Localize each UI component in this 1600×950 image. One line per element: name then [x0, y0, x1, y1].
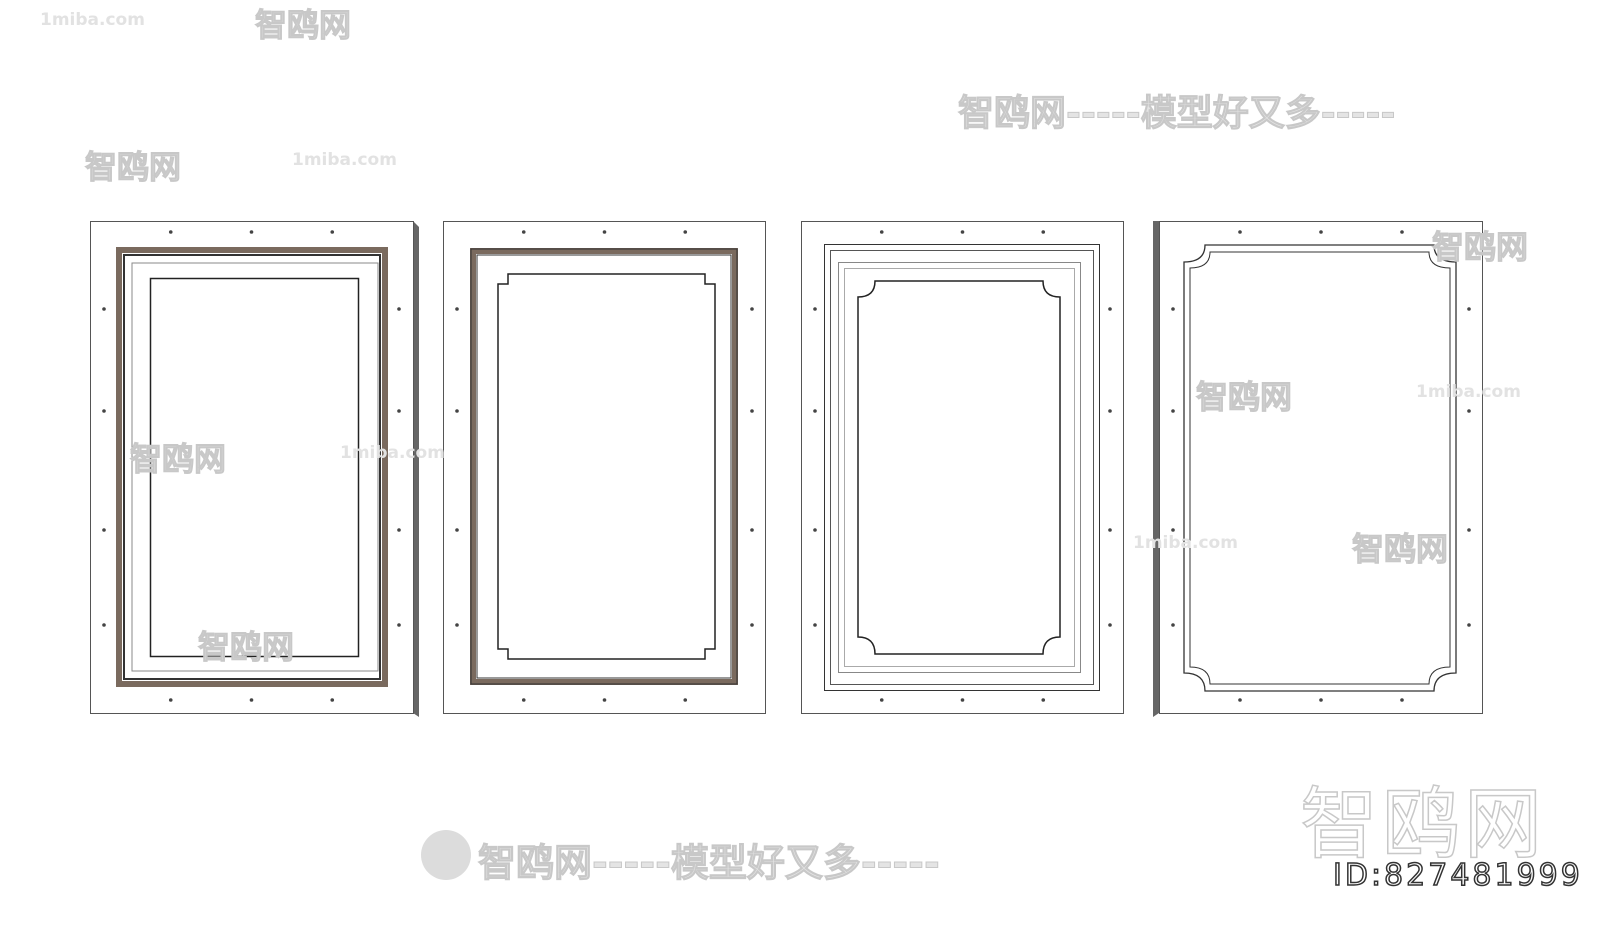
screw-dot	[455, 623, 459, 627]
screw-dot	[330, 230, 335, 234]
screw-dot	[750, 528, 754, 532]
screw-dot	[1108, 528, 1112, 532]
screw-dot	[521, 230, 526, 234]
screw-dot	[602, 230, 607, 234]
panel-3	[801, 221, 1124, 714]
screw-dot	[102, 409, 106, 413]
watermark-slogan: 智鸥网-----模型好又多-----	[957, 93, 1396, 135]
screw-dot	[102, 528, 106, 532]
watermark-site: 1miba.com	[340, 443, 445, 463]
screw-dot	[750, 409, 754, 413]
screw-dot	[1041, 698, 1046, 702]
screw-dot	[168, 698, 173, 702]
screw-dot	[1171, 623, 1175, 627]
screw-dot	[813, 623, 817, 627]
screw-dot	[455, 307, 459, 311]
panel-2	[443, 221, 766, 714]
screw-dot	[683, 698, 688, 702]
model-id: ID:827481999	[1332, 857, 1583, 894]
screw-dot	[960, 698, 965, 702]
screw-dot	[330, 698, 335, 702]
screw-dot	[1171, 528, 1175, 532]
screw-dot	[1467, 409, 1471, 413]
screw-dot	[168, 230, 173, 234]
screw-dot	[1171, 409, 1175, 413]
watermark-brand: 智鸥网	[129, 440, 227, 479]
screw-dot	[397, 307, 401, 311]
screw-dot	[813, 409, 817, 413]
watermark-brand-large: 智鸥网	[1299, 779, 1547, 871]
screw-dot	[397, 528, 401, 532]
screw-dot	[813, 528, 817, 532]
screw-dot	[1041, 230, 1046, 234]
screw-dot	[1400, 230, 1404, 234]
screw-dot	[397, 623, 401, 627]
screw-dot	[750, 623, 754, 627]
screw-dot	[249, 230, 254, 234]
watermark-brand: 智鸥网	[197, 628, 295, 667]
panel-4	[1153, 221, 1483, 717]
screw-dot	[1108, 307, 1112, 311]
screw-dot	[1319, 230, 1323, 234]
screw-dot	[1467, 528, 1471, 532]
screw-dot	[102, 623, 106, 627]
watermark-site: 1miba.com	[1416, 382, 1521, 402]
watermark-brand: 智鸥网	[84, 148, 182, 187]
watermark-brand: 智鸥网	[1431, 228, 1529, 267]
screw-dot	[1467, 307, 1471, 311]
screw-dot	[1467, 623, 1471, 627]
screw-dot	[102, 307, 106, 311]
screw-dot	[1238, 698, 1242, 702]
screw-dot	[1108, 623, 1112, 627]
screw-dot	[1108, 409, 1112, 413]
screw-dot	[455, 409, 459, 413]
screw-dot	[455, 528, 459, 532]
mounting-screws	[102, 230, 1471, 702]
screw-dot	[1171, 307, 1175, 311]
screw-dot	[521, 698, 526, 702]
watermark-site: 1miba.com	[1133, 533, 1238, 553]
screw-dot	[397, 409, 401, 413]
watermark-logo-icon	[421, 830, 471, 880]
watermark-brand: 智鸥网	[1351, 530, 1449, 569]
screw-dot	[602, 698, 607, 702]
screw-dot	[249, 698, 254, 702]
screw-dot	[683, 230, 688, 234]
screw-dot	[960, 230, 965, 234]
watermark-site: 1miba.com	[292, 150, 397, 170]
watermark-slogan-bottom: 智鸥网-----模型好又多-----	[478, 841, 941, 886]
screw-dot	[879, 230, 884, 234]
screw-dot	[1238, 230, 1242, 234]
screw-dot	[750, 307, 754, 311]
screw-dot	[813, 307, 817, 311]
watermark-brand: 智鸥网	[1195, 378, 1293, 417]
panel-1	[90, 221, 419, 717]
screw-dot	[879, 698, 884, 702]
watermark-site: 1miba.com	[40, 10, 145, 30]
watermark-brand: 智鸥网	[254, 6, 352, 45]
screw-dot	[1400, 698, 1404, 702]
screw-dot	[1319, 698, 1323, 702]
